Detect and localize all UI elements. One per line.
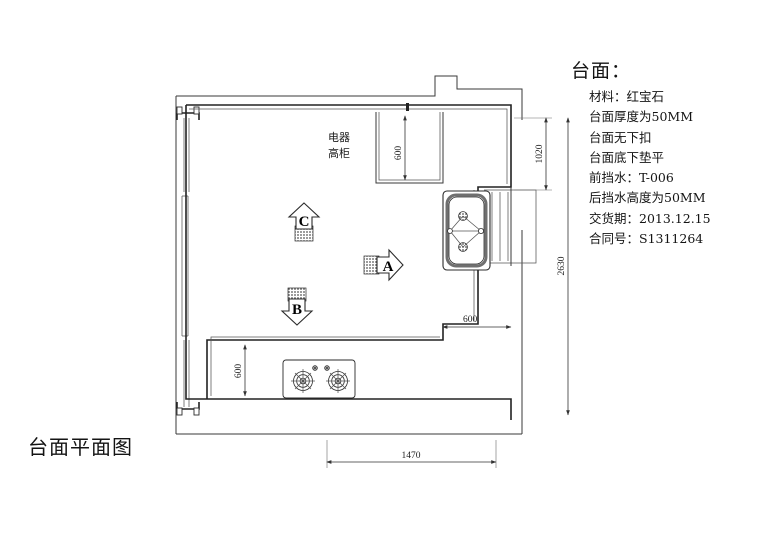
marker-a-label: A	[383, 259, 394, 275]
burner-left	[291, 369, 315, 393]
tall-cabinet-outline	[375, 112, 444, 184]
spec-title: 台面：	[571, 60, 632, 82]
room-outline	[175, 75, 523, 435]
marker-b-label: B	[292, 302, 302, 318]
dim-600-sink: 600	[463, 315, 478, 325]
tall-cabinet-label: 电器 高柜	[328, 131, 350, 160]
marker-c-label: C	[299, 214, 310, 230]
dimension-sink-run: 600	[442, 315, 512, 329]
view-marker-b[interactable]: B	[280, 287, 314, 326]
spec-item-delivery-date: 交货期：2013.12.15	[589, 210, 711, 226]
dimension-2630: 2630	[557, 117, 570, 416]
cooktop-knobs	[312, 365, 330, 371]
dimension-cooktop-run: 600	[234, 344, 247, 397]
dim-600-cooktop: 600	[234, 364, 244, 379]
wall-tick-detail	[406, 103, 409, 111]
dim-1020: 1020	[535, 144, 545, 163]
dimension-1020: 1020	[514, 117, 552, 191]
spec-item-front-splash: 前挡水：T-006	[589, 170, 674, 186]
plan-caption: 台面平面图	[28, 435, 133, 459]
gas-cooktop	[282, 359, 356, 399]
wall-jamb-bottom	[176, 340, 200, 416]
spec-item-contract-no: 合同号：S1311264	[589, 231, 704, 247]
spec-item-no-underhook: 台面无下扣	[589, 129, 652, 145]
wall-jamb-top	[176, 106, 200, 192]
spec-item-level-base: 台面底下垫平	[589, 149, 665, 165]
double-bowl-sink	[442, 190, 491, 271]
right-side-panel	[484, 187, 537, 266]
dimension-cabinet-depth: 600	[394, 115, 407, 181]
view-marker-c[interactable]: C	[287, 202, 321, 242]
view-marker-a[interactable]: A	[363, 248, 404, 282]
dim-600-cabinet: 600	[394, 146, 404, 161]
spec-item-material: 材料：红宝石	[589, 89, 665, 104]
spec-item-thickness: 台面厚度为50MM	[589, 109, 694, 125]
spec-item-back-splash: 后挡水高度为50MM	[589, 190, 706, 206]
tall-cabinet-label-line2: 高柜	[328, 146, 350, 160]
dim-2630: 2630	[557, 256, 567, 275]
dim-1470: 1470	[402, 451, 421, 461]
burner-right	[326, 369, 350, 393]
wall-opening-left	[181, 195, 189, 337]
tall-cabinet-label-line1: 电器	[328, 131, 350, 144]
dimension-1470: 1470	[326, 440, 497, 468]
spec-list: 材料：红宝石 台面厚度为50MM 台面无下扣 台面底下垫平 前挡水：T-006 …	[571, 87, 756, 249]
spec-panel: 台面： 材料：红宝石 台面厚度为50MM 台面无下扣 台面底下垫平 前挡水：T-…	[571, 58, 756, 249]
